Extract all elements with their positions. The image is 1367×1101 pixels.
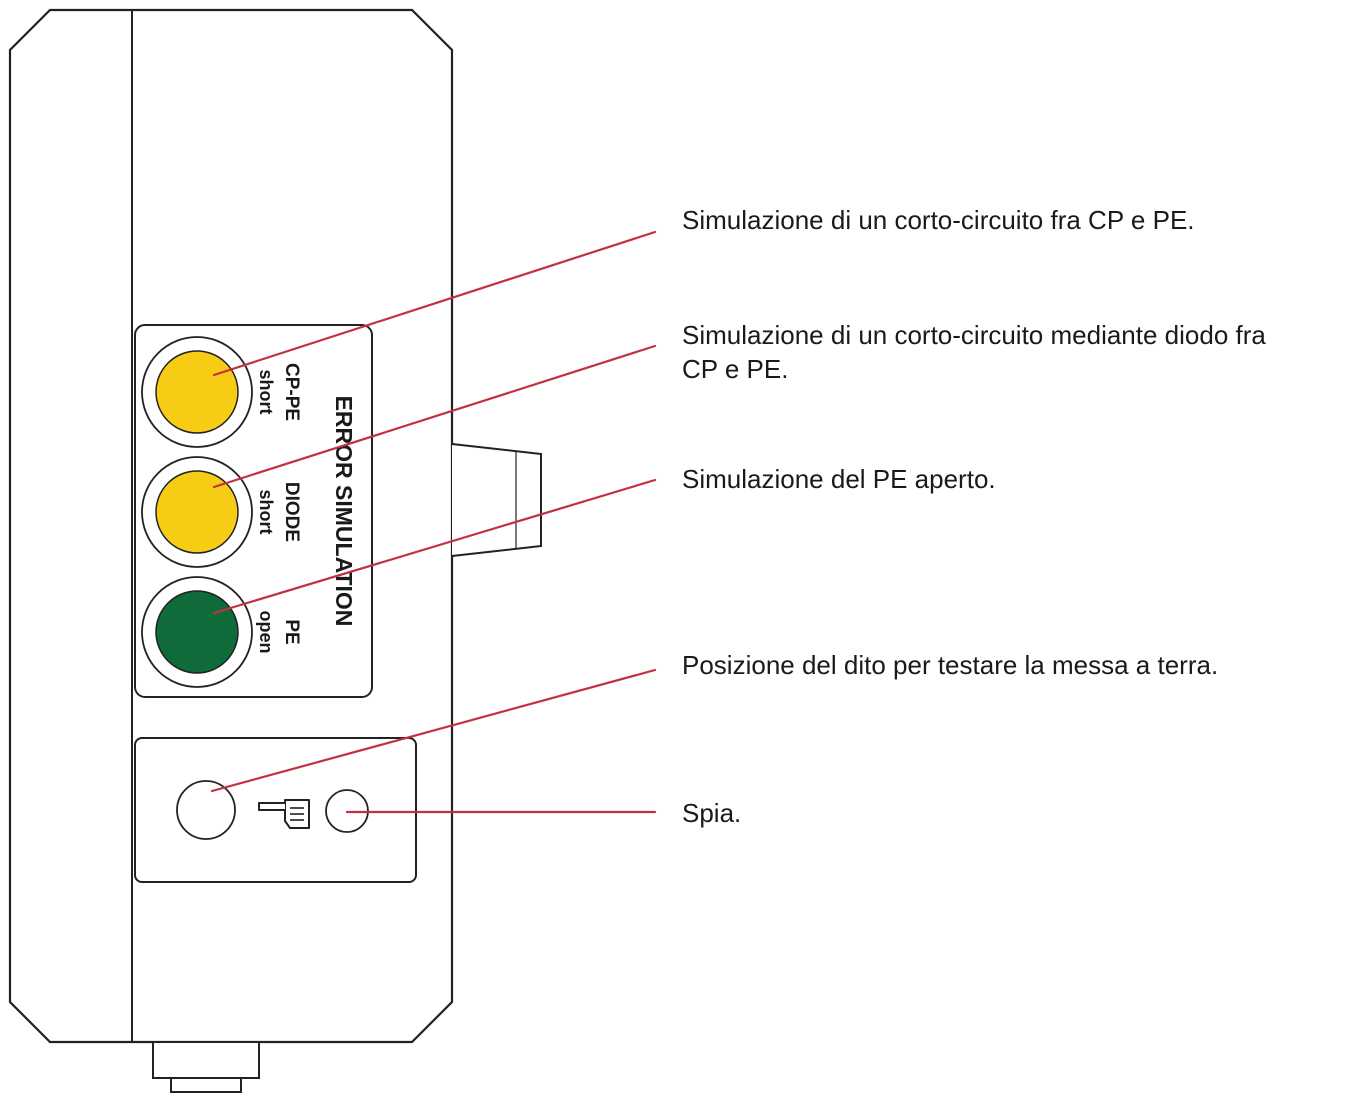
diode-short-button[interactable] xyxy=(141,456,253,568)
pe-open-label-top: PE xyxy=(281,619,302,644)
leader-line-finger-position xyxy=(210,668,657,793)
callout-diode-short-line-2: CP e PE. xyxy=(682,354,789,384)
leader-lines xyxy=(210,230,657,814)
cp-pe-short-label-top: CP-PE xyxy=(281,363,302,421)
cp-pe-short-button[interactable] xyxy=(141,336,253,448)
leader-line-pe-open xyxy=(212,478,657,615)
cp-pe-short-label-bottom: short xyxy=(256,370,276,415)
callout-diode-short-line-1: Simulazione di un corto-circuito mediant… xyxy=(682,320,1266,350)
pe-open-button-cap[interactable] xyxy=(155,590,239,674)
callout-cp-pe-short: Simulazione di un corto-circuito fra CP … xyxy=(682,205,1195,235)
leader-line-cp-pe-short xyxy=(212,230,657,377)
diode-short-label-top: DIODE xyxy=(281,482,302,542)
bottom-connector xyxy=(152,1041,260,1079)
callout-lamp: Spia. xyxy=(682,798,742,828)
callout-pe-open: Simulazione del PE aperto. xyxy=(682,464,996,494)
finger-touch-pad[interactable] xyxy=(176,780,236,840)
panel-title: ERROR SIMULATION xyxy=(331,396,357,627)
pe-open-button[interactable] xyxy=(141,576,253,688)
callout-finger-position: Posizione del dito per testare la messa … xyxy=(682,650,1219,680)
bottom-connector-tip xyxy=(170,1077,242,1093)
pointing-hand-icon xyxy=(258,799,310,829)
leader-line-diode-short xyxy=(212,344,657,489)
side-connector xyxy=(451,443,542,557)
diode-short-label-bottom: short xyxy=(256,490,276,535)
cp-pe-short-button-cap[interactable] xyxy=(155,350,239,434)
pe-open-label-bottom: open xyxy=(256,611,276,654)
diode-short-button-cap[interactable] xyxy=(155,470,239,554)
